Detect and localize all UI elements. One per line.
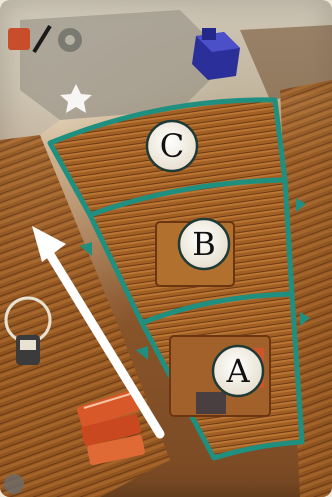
corner-marker-icon (4, 474, 24, 494)
track-token-label: C (160, 127, 184, 165)
connector-tab (136, 346, 148, 360)
track-token-c: C (147, 121, 197, 171)
track-token-a: A (213, 346, 263, 396)
track-token-label: B (192, 225, 216, 263)
space-a-figure (196, 392, 226, 414)
track-token-label: A (225, 352, 250, 390)
track-token-b: B (179, 219, 229, 269)
